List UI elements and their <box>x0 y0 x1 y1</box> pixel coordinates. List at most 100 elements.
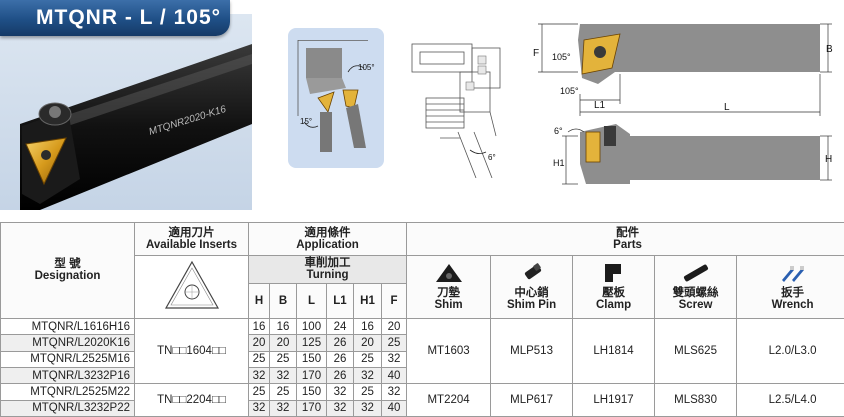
value-cell: 16 <box>269 317 297 336</box>
value-cell: 25 <box>269 383 297 401</box>
value-cell: 32 <box>248 399 270 417</box>
designation-cell: MTQNR/L2525M16 <box>0 350 135 368</box>
value-cell: 150 <box>296 350 327 368</box>
designation-cell: MTQNR/L3232P16 <box>0 366 135 385</box>
wrench-cell: L2.5/L4.0 <box>736 383 844 417</box>
wrench-cell: L2.0/L3.0 <box>736 317 844 385</box>
table-row: MTQNR/L1616H16 TN□□1604□□ 16 16 100 24 1… <box>0 317 844 385</box>
value-cell: 16 <box>248 317 270 336</box>
shim-icon <box>435 264 462 283</box>
dim-h-label: H <box>825 154 832 165</box>
dimension-drawing: B F 105° 105° L1 L H H1 6° <box>520 14 844 203</box>
dim-l1-label: L1 <box>594 100 606 111</box>
shim-pin-icon <box>524 263 541 280</box>
dim-col-l: L <box>296 283 327 319</box>
dim-l-label: L <box>724 102 730 113</box>
clamp-cell: LH1917 <box>572 383 656 417</box>
dim-f-label: F <box>533 48 539 59</box>
value-cell: 32 <box>380 383 408 401</box>
value-cell: 26 <box>326 334 354 352</box>
insert-shape-cell <box>134 254 249 319</box>
designation-cell: MTQNR/L1616H16 <box>0 317 135 336</box>
shim-pin-cell: MLP617 <box>490 383 574 417</box>
angle-15-label: 15° <box>300 117 312 126</box>
value-cell: 32 <box>326 383 354 401</box>
page-title: MTQNR - L / 105° <box>0 0 230 36</box>
shim-pin-cell: MLP513 <box>490 317 574 385</box>
shim-cell: MT1603 <box>406 317 492 385</box>
value-cell: 20 <box>380 317 408 336</box>
value-cell: 25 <box>248 383 270 401</box>
value-cell: 32 <box>269 366 297 385</box>
shim-cell: MT2204 <box>406 383 492 417</box>
value-cell: 32 <box>380 350 408 368</box>
insert-code-cell: TN□□2204□□ <box>134 383 249 417</box>
value-cell: 25 <box>269 350 297 368</box>
clamp-cell: LH1814 <box>572 317 656 385</box>
value-cell: 170 <box>296 366 327 385</box>
table-row: MTQNR/L2020K16 20 20 125 26 20 25 <box>0 334 844 352</box>
dim-h1-label: H1 <box>553 158 565 168</box>
tool-holder-photo: MTQNR2020-K16 <box>20 44 252 210</box>
value-cell: 40 <box>380 366 408 385</box>
wrench-icon <box>781 266 804 283</box>
dim-col-h1: H1 <box>353 283 382 319</box>
dim-b-label: B <box>826 44 833 55</box>
dim-col-h: H <box>248 283 270 319</box>
clamp-icon <box>604 264 621 283</box>
value-cell: 20 <box>353 334 382 352</box>
screw-cell: MLS625 <box>654 317 738 385</box>
dim-col-b: B <box>269 283 297 319</box>
holder-side-drawing: 6° <box>400 38 510 183</box>
dim-col-f: F <box>380 283 408 319</box>
value-cell: 32 <box>248 366 270 385</box>
value-cell: 32 <box>353 399 382 417</box>
designation-cell: MTQNR/L2020K16 <box>0 334 135 352</box>
designation-cell: MTQNR/L3232P22 <box>0 399 135 417</box>
angle-105-label: 105° <box>358 63 375 72</box>
value-cell: 170 <box>296 399 327 417</box>
value-cell: 20 <box>269 334 297 352</box>
designation-cell: MTQNR/L2525M22 <box>0 383 135 401</box>
value-cell: 26 <box>326 366 354 385</box>
product-hero: MTQNR2020-K16 MTQNR - L / 105° <box>0 0 252 210</box>
value-cell: 150 <box>296 383 327 401</box>
dim-col-l1: L1 <box>326 283 354 319</box>
angle-105-bottom-label: 105° <box>560 86 579 96</box>
triangle-insert-icon <box>164 261 219 309</box>
table-row: MTQNR/L3232P22 32 32 170 32 32 40 <box>0 399 844 417</box>
value-cell: 32 <box>326 399 354 417</box>
value-cell: 16 <box>353 317 382 336</box>
value-cell: 125 <box>296 334 327 352</box>
value-cell: 32 <box>269 399 297 417</box>
table-row: MTQNR/L3232P16 32 32 170 26 32 40 <box>0 366 844 385</box>
screw-cell: MLS830 <box>654 383 738 417</box>
angle-6-label: 6° <box>488 153 496 162</box>
table-row: MTQNR/L2525M16 25 25 150 26 25 32 <box>0 350 844 368</box>
value-cell: 26 <box>326 350 354 368</box>
value-cell: 32 <box>353 366 382 385</box>
table-row: MTQNR/L2525M22 TN□□2204□□ 25 25 150 32 2… <box>0 383 844 417</box>
value-cell: 25 <box>353 383 382 401</box>
screw-icon <box>683 264 708 282</box>
insert-code-cell: TN□□1604□□ <box>134 317 249 385</box>
angle-105-top-label: 105° <box>552 52 571 62</box>
value-cell: 25 <box>353 350 382 368</box>
value-cell: 40 <box>380 399 408 417</box>
value-cell: 25 <box>380 334 408 352</box>
value-cell: 20 <box>248 334 270 352</box>
angle-6-side-label: 6° <box>554 126 563 136</box>
value-cell: 25 <box>248 350 270 368</box>
value-cell: 24 <box>326 317 354 336</box>
